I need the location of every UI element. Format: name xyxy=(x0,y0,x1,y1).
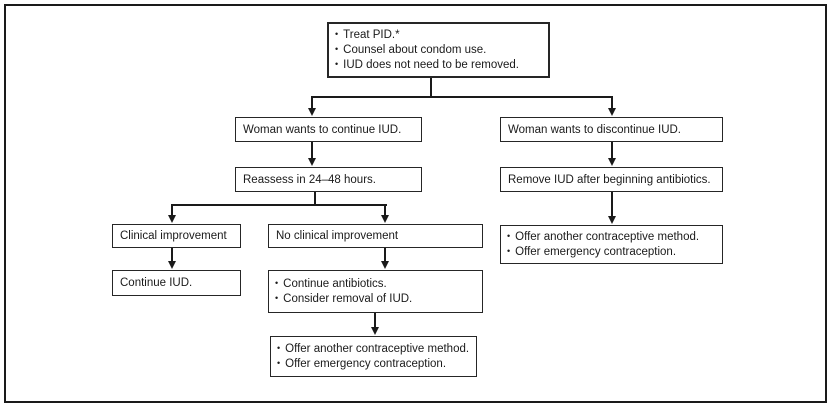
node-remove-iud-label: Remove IUD after beginning antibiotics. xyxy=(508,173,711,186)
node-continue-iud-label: Continue IUD. xyxy=(120,277,193,289)
node-offer-after-removal: • Offer another contraceptive method. • … xyxy=(500,225,723,264)
arrowhead-to-clinical-improvement xyxy=(168,215,176,223)
node-offer-after-no-improvement-line-2: Offer emergency contraception. xyxy=(285,357,447,370)
node-offer-after-no-improvement-line-1: Offer another contraceptive method. xyxy=(285,342,470,355)
bullet-row: • Continue antibiotics. xyxy=(269,277,482,292)
connector-to-reassess xyxy=(311,142,313,160)
node-clinical-improvement-label: Clinical improvement xyxy=(120,230,227,242)
node-continue-iud: Continue IUD. xyxy=(112,270,241,296)
connector-to-discontinue-branch xyxy=(611,96,613,110)
connector-to-continue-branch xyxy=(311,96,313,110)
connector-to-offer-after-removal xyxy=(611,192,613,218)
node-continue-branch: Woman wants to continue IUD. xyxy=(235,117,422,142)
connector-top-stem xyxy=(430,78,432,97)
bullet-icon: • xyxy=(335,43,339,54)
arrowhead-to-remove-iud xyxy=(608,158,616,166)
node-offer-after-removal-line-2: Offer emergency contraception. xyxy=(515,245,677,258)
node-remove-iud: Remove IUD after beginning antibiotics. xyxy=(500,167,723,192)
arrowhead-to-offer-after-no-improvement xyxy=(371,327,379,335)
node-discontinue-branch: Woman wants to discontinue IUD. xyxy=(500,117,723,142)
connector-to-continue-antibiotics xyxy=(384,248,386,263)
bullet-icon: • xyxy=(335,58,339,69)
arrowhead-to-no-clinical-improvement xyxy=(381,215,389,223)
connector-reassess-stem xyxy=(314,192,316,206)
node-clinical-improvement: Clinical improvement xyxy=(112,224,241,248)
connector-to-offer-after-no-improvement xyxy=(374,313,376,330)
bullet-row: • Consider removal of IUD. xyxy=(269,292,482,307)
node-treat-pid-line-1: Treat PID.* xyxy=(343,28,400,41)
arrowhead-to-continue-antibiotics xyxy=(381,261,389,269)
bullet-row: • IUD does not need to be removed. xyxy=(329,58,548,73)
node-continue-antibiotics-line-1: Continue antibiotics. xyxy=(283,277,387,290)
connector-top-branch xyxy=(311,96,613,98)
node-treat-pid-line-3: IUD does not need to be removed. xyxy=(343,58,519,71)
node-offer-after-removal-line-1: Offer another contraceptive method. xyxy=(515,230,700,243)
connector-to-continue-iud xyxy=(171,248,173,263)
node-reassess: Reassess in 24–48 hours. xyxy=(235,167,422,192)
bullet-icon: • xyxy=(335,28,339,39)
connector-to-remove-iud xyxy=(611,142,613,160)
node-no-clinical-improvement-label: No clinical improvement xyxy=(276,230,399,242)
arrowhead-to-continue-branch xyxy=(308,108,316,116)
arrowhead-to-offer-after-removal xyxy=(608,216,616,224)
node-treat-pid-line-2: Counsel about condom use. xyxy=(343,43,487,56)
node-treat-pid: • Treat PID.* • Counsel about condom use… xyxy=(327,22,550,78)
node-continue-branch-label: Woman wants to continue IUD. xyxy=(243,123,402,136)
bullet-icon: • xyxy=(275,292,279,303)
node-offer-after-no-improvement: • Offer another contraceptive method. • … xyxy=(270,336,477,377)
node-no-clinical-improvement: No clinical improvement xyxy=(268,224,483,248)
bullet-row: • Offer another contraceptive method. xyxy=(271,342,476,357)
node-reassess-label: Reassess in 24–48 hours. xyxy=(243,173,376,186)
arrowhead-to-reassess xyxy=(308,158,316,166)
bullet-row: • Offer emergency contraception. xyxy=(271,357,476,372)
bullet-row: • Offer another contraceptive method. xyxy=(501,230,722,245)
node-continue-antibiotics: • Continue antibiotics. • Consider remov… xyxy=(268,270,483,313)
arrowhead-to-continue-iud xyxy=(168,261,176,269)
bullet-icon: • xyxy=(277,342,281,353)
bullet-row: • Counsel about condom use. xyxy=(329,43,548,58)
bullet-icon: • xyxy=(507,230,511,241)
bullet-row: • Treat PID.* xyxy=(329,28,548,43)
arrowhead-to-discontinue-branch xyxy=(608,108,616,116)
node-discontinue-branch-label: Woman wants to discontinue IUD. xyxy=(508,123,682,136)
bullet-icon: • xyxy=(277,357,281,368)
bullet-icon: • xyxy=(507,245,511,256)
connector-reassess-branch xyxy=(171,204,387,206)
connector-to-no-clinical-improvement xyxy=(384,204,386,217)
bullet-icon: • xyxy=(275,277,279,288)
node-continue-antibiotics-line-2: Consider removal of IUD. xyxy=(283,292,413,305)
bullet-row: • Offer emergency contraception. xyxy=(501,245,722,260)
connector-to-clinical-improvement xyxy=(171,204,173,217)
